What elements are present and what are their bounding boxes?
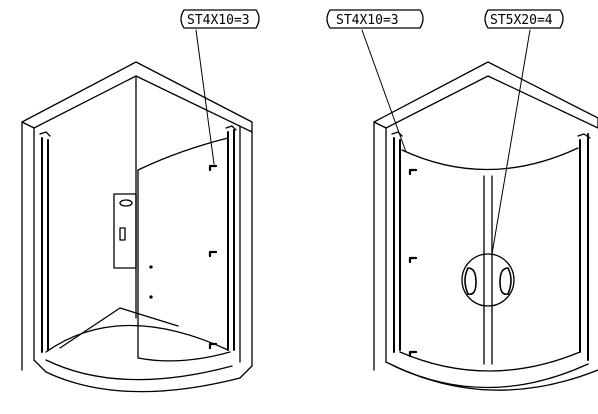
callout-right-screw-large-label: ST5X20=4 bbox=[490, 13, 553, 28]
callout-left-screw-label: ST4X10=3 bbox=[187, 13, 250, 28]
left-enclosure bbox=[21, 29, 253, 393]
callout-frames bbox=[180, 9, 564, 29]
right-enclosure bbox=[361, 29, 598, 391]
callout-right-screw-label: ST4X10=3 bbox=[336, 13, 399, 28]
